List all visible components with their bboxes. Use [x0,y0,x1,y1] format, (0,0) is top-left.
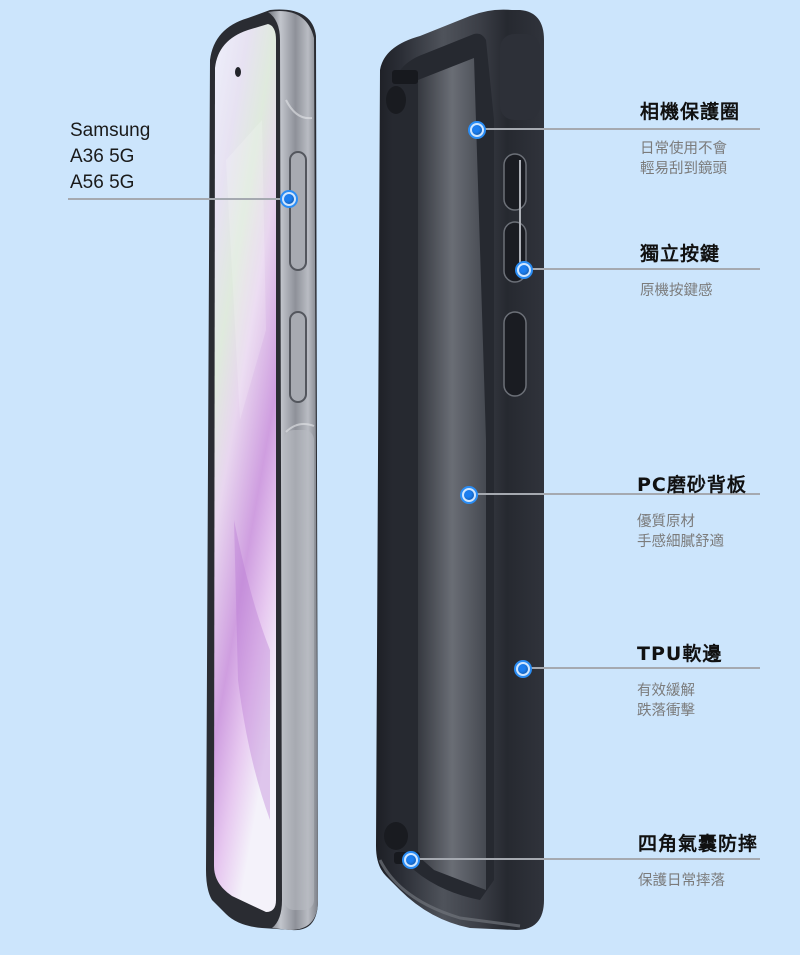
feature-camera-ring: 相機保護圈 日常使用不會 輕易刮到鏡頭 [640,97,748,179]
feature-desc: 原機按鍵感 [640,281,748,301]
feature-pc-back-marker [460,486,478,504]
feature-tpu-edge-marker [514,660,532,678]
feature-desc-line: 保護日常摔落 [638,873,725,889]
feature-desc: 保護日常摔落 [638,871,748,891]
model-label: Samsung A36 5G A56 5G [70,118,150,196]
feature-corner-airbag-marker [402,851,420,869]
feature-desc-line: 優質原材 [637,514,695,530]
feature-desc-line: 手感細膩舒適 [637,534,724,550]
feature-desc: 日常使用不會 輕易刮到鏡頭 [640,139,748,179]
feature-title: 獨立按鍵 [640,243,721,265]
model-label-a56: A56 5G [70,172,135,193]
feature-buttons-marker [515,261,533,279]
feature-pc-back: PC磨砂背板 優質原材 手感細膩舒適 [637,470,748,552]
feature-camera-ring-line [478,128,760,130]
model-label-a36: A36 5G [70,146,135,167]
feature-title: TPU軟邊 [637,643,723,665]
feature-desc: 優質原材 手感細膩舒適 [637,512,748,552]
model-callout-line [68,198,288,200]
phone-body [206,9,318,931]
feature-corner-airbag: 四角氣囊防摔 保護日常摔落 [638,829,759,891]
feature-tpu-edge: TPU軟邊 有效緩解 跌落衝擊 [637,639,748,721]
model-label-brand: Samsung [70,120,151,141]
feature-desc-line: 跌落衝擊 [637,703,695,719]
feature-title: PC磨砂背板 [637,474,747,496]
feature-corner-airbag-line [412,858,760,860]
feature-tpu-edge-line [524,667,760,669]
feature-camera-ring-marker [468,121,486,139]
feature-desc-line: 輕易刮到鏡頭 [640,161,727,177]
feature-desc: 有效緩解 跌落衝擊 [637,681,748,721]
feature-desc-line: 日常使用不會 [640,141,727,157]
feature-desc-line: 原機按鍵感 [640,283,713,299]
feature-title: 相機保護圈 [640,101,741,123]
model-callout-marker [280,190,298,208]
feature-desc-line: 有效緩解 [637,683,695,699]
feature-buttons-line [526,268,760,270]
feature-buttons: 獨立按鍵 原機按鍵感 [640,239,748,301]
feature-title: 四角氣囊防摔 [638,833,759,855]
phone-case [376,9,544,931]
feature-pc-back-line [470,493,760,495]
